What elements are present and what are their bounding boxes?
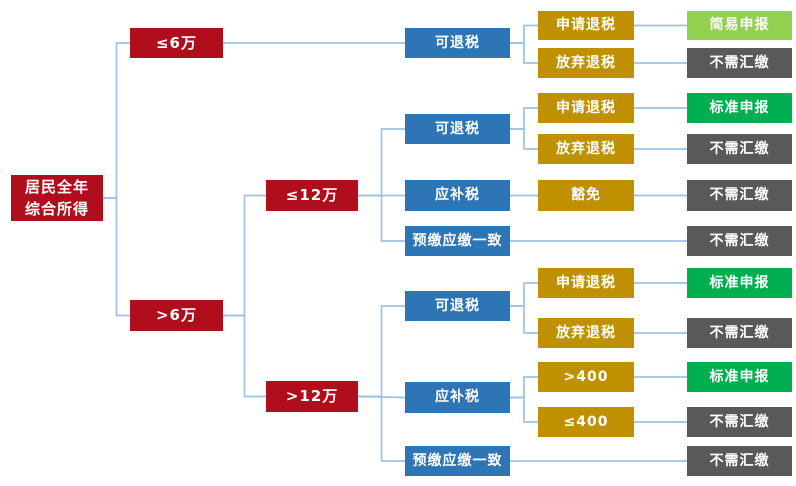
node-no-settlement-1: 不需汇缴 — [687, 48, 792, 78]
node-no-settlement-4: 不需汇缴 — [687, 226, 792, 256]
edge-refundable-3--waive-refund-3 — [510, 305, 538, 334]
node-prepaid-equal-3: 预缴应缴一致 — [405, 446, 510, 476]
edge-gt-60k--le-120k — [223, 194, 266, 317]
edge-refundable-2--apply-refund-2 — [510, 107, 538, 130]
node-gt-120k: >12万 — [266, 381, 358, 412]
edge-tax-owed-3--gt-400 — [510, 376, 538, 399]
edge-refundable-1--waive-refund-1 — [510, 42, 538, 64]
edge-gt-120k--prepaid-equal-3 — [358, 395, 405, 462]
node-standard-declare-3: 标准申报 — [687, 362, 792, 392]
node-income-root: 居民全年 综合所得 — [11, 175, 103, 221]
node-no-settlement-6: 不需汇缴 — [687, 407, 792, 437]
edge-income-root--le-60k — [103, 42, 130, 199]
node-waive-refund-2: 放弃退税 — [538, 134, 634, 164]
node-exempt: 豁免 — [538, 180, 634, 211]
node-simple-declare: 简易申报 — [687, 11, 792, 40]
node-prepaid-equal-2: 预缴应缴一致 — [405, 226, 510, 256]
node-tax-owed-3: 应补税 — [405, 382, 510, 413]
edge-le-120k--refundable-2 — [358, 128, 405, 197]
node-apply-refund-1: 申请退税 — [538, 11, 634, 40]
edge-refundable-2--waive-refund-2 — [510, 128, 538, 150]
node-no-settlement-7: 不需汇缴 — [687, 446, 792, 476]
node-le-120k: ≤12万 — [266, 180, 358, 211]
edge-income-root--gt-60k — [103, 197, 130, 317]
node-no-settlement-3: 不需汇缴 — [687, 180, 792, 211]
node-apply-refund-2: 申请退税 — [538, 93, 634, 123]
node-refundable-1: 可退税 — [405, 28, 510, 58]
node-apply-refund-3: 申请退税 — [538, 268, 634, 298]
node-gt-60k: >6万 — [130, 300, 223, 331]
node-tax-owed-2: 应补税 — [405, 180, 510, 211]
edge-refundable-1--apply-refund-1 — [510, 24, 538, 44]
node-waive-refund-1: 放弃退税 — [538, 48, 634, 78]
node-le-400: ≤400 — [538, 407, 634, 437]
edge-le-120k--prepaid-equal-2 — [358, 194, 405, 242]
edge-gt-120k--refundable-3 — [358, 305, 405, 398]
node-standard-declare-2: 标准申报 — [687, 268, 792, 298]
node-refundable-3: 可退税 — [405, 291, 510, 321]
node-standard-declare-1: 标准申报 — [687, 93, 792, 123]
node-no-settlement-5: 不需汇缴 — [687, 318, 792, 348]
edge-refundable-3--apply-refund-3 — [510, 282, 538, 307]
node-refundable-2: 可退税 — [405, 114, 510, 144]
edge-tax-owed-3--le-400 — [510, 396, 538, 423]
node-gt-400: >400 — [538, 362, 634, 392]
node-no-settlement-2: 不需汇缴 — [687, 134, 792, 164]
node-le-60k: ≤6万 — [130, 28, 223, 58]
node-waive-refund-3: 放弃退税 — [538, 318, 634, 348]
edge-gt-60k--gt-120k — [223, 314, 266, 398]
